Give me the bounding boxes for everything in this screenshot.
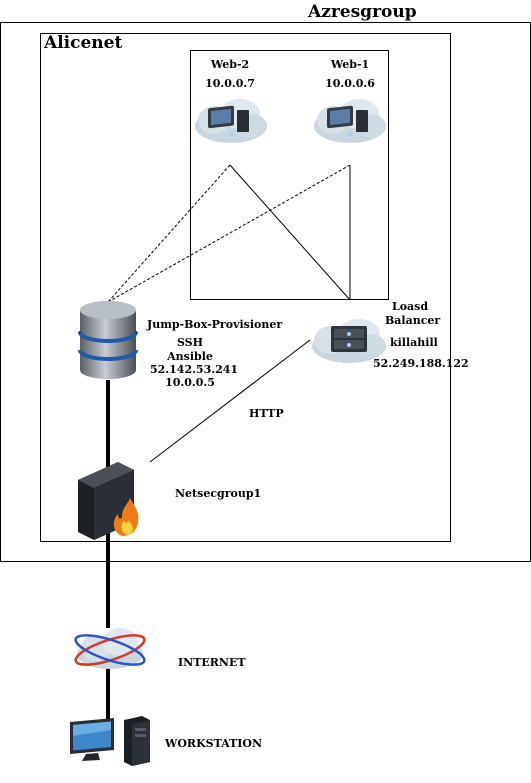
web1-ip: 10.0.0.6 xyxy=(325,77,375,90)
jumpbox-database-server-icon[interactable] xyxy=(76,300,140,382)
workstation-name: WORKSTATION xyxy=(165,737,263,750)
loadbalancer-cloud-server-icon[interactable] xyxy=(309,314,389,368)
http-link-label: HTTP xyxy=(249,407,284,420)
web1-cloud-server-icon[interactable] xyxy=(311,96,389,148)
loadbalancer-name-line1: Loasd xyxy=(391,300,429,313)
alicenet-title: Alicenet xyxy=(44,33,123,53)
azresgroup-title: Azresgroup xyxy=(308,2,417,22)
link-web2-loadbalancer xyxy=(229,164,351,301)
loadbalancer-name-line2: Balancer xyxy=(385,314,441,327)
workstation-icon[interactable] xyxy=(68,716,152,766)
web2-ip: 10.0.0.7 xyxy=(205,77,255,90)
internet-name: INTERNET xyxy=(178,656,246,669)
link-firewall-loadbalancer xyxy=(149,339,311,463)
firewall-name: Netsecgroup1 xyxy=(175,487,262,500)
jumpbox-line-ansible: Ansible xyxy=(167,350,213,363)
jumpbox-line-ssh: SSH xyxy=(176,336,204,349)
jumpbox-line-public-ip: 52.142.53.241 xyxy=(150,363,239,376)
loadbalancer-host: killahill xyxy=(390,336,438,349)
jumpbox-line-private-ip: 10.0.0.5 xyxy=(165,376,215,389)
web2-cloud-server-icon[interactable] xyxy=(192,96,270,148)
jumpbox-name: Jump-Box-Provisioner xyxy=(147,318,283,331)
link-web2-jumpbox xyxy=(107,164,231,303)
loadbalancer-ip: 52.249.188.122 xyxy=(373,357,469,370)
link-web1-jumpbox xyxy=(107,164,351,303)
web2-name: Web-2 xyxy=(210,58,250,71)
firewall-icon[interactable] xyxy=(78,462,144,540)
internet-cloud-icon[interactable] xyxy=(70,620,150,680)
web1-name: Web-1 xyxy=(330,58,370,71)
web-subnet-box xyxy=(190,50,389,300)
alicenet-container xyxy=(40,33,451,542)
